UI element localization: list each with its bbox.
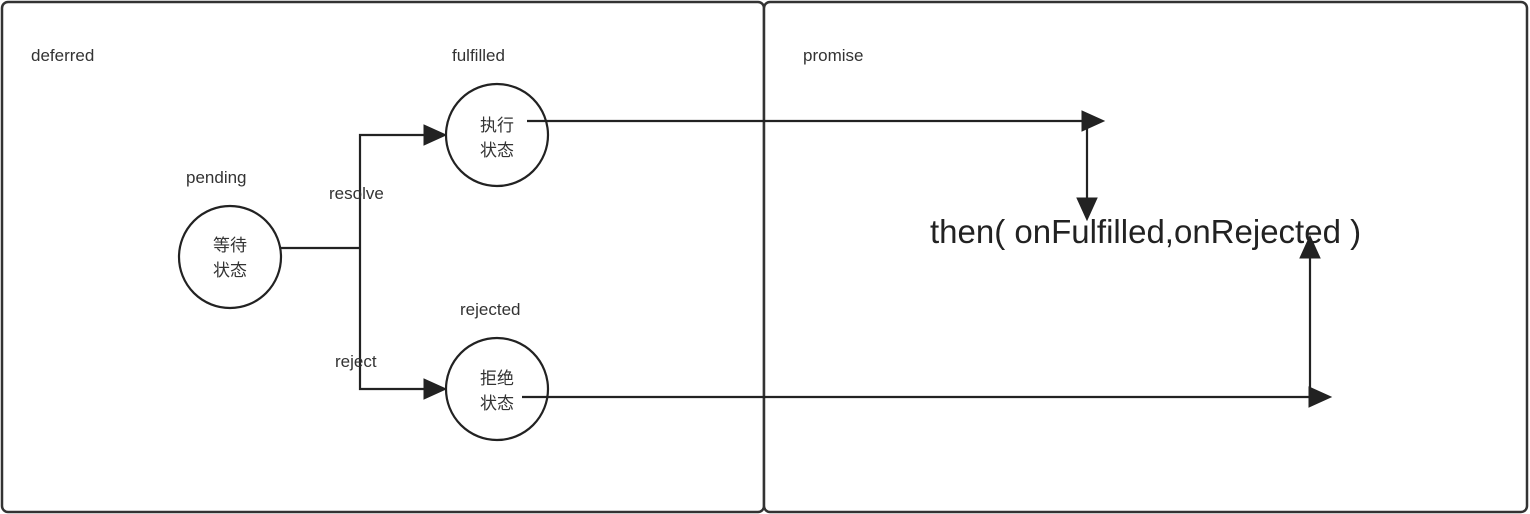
pending-state-node xyxy=(177,204,283,310)
pending-state-label: pending xyxy=(186,168,247,187)
reject-arrowhead xyxy=(423,378,448,400)
deferred-panel-title: deferred xyxy=(31,46,94,65)
promise-panel xyxy=(762,0,1529,514)
rejected-state-node xyxy=(444,336,550,442)
rejected-state-line-2: 状态 xyxy=(480,394,514,414)
reject-branch-line xyxy=(358,248,426,391)
rejected-state-label: rejected xyxy=(460,300,520,319)
fulfilled-state-line-1: 执行 xyxy=(480,116,514,136)
promise-panel-title: promise xyxy=(803,46,863,65)
resolve-arrowhead xyxy=(423,124,448,146)
pending-state-line-1: 等待 xyxy=(213,236,247,256)
resolve-branch-line xyxy=(358,133,426,248)
fulfilled-state-label: fulfilled xyxy=(452,46,505,65)
reject-transition-label: reject xyxy=(335,352,377,371)
deferred-panel xyxy=(0,0,766,514)
fulfilled-to-then-arrowhead xyxy=(1076,197,1098,222)
fulfilled-state-line-2: 状态 xyxy=(480,141,514,161)
resolve-transition-label: resolve xyxy=(329,184,384,203)
rejected-to-then-arrowhead xyxy=(1299,234,1321,259)
rejected-state-line-1: 拒绝 xyxy=(480,369,514,389)
promise-then-method: then( onFulfilled,onRejected ) xyxy=(930,213,1361,250)
pending-state-line-2: 状态 xyxy=(213,261,247,281)
